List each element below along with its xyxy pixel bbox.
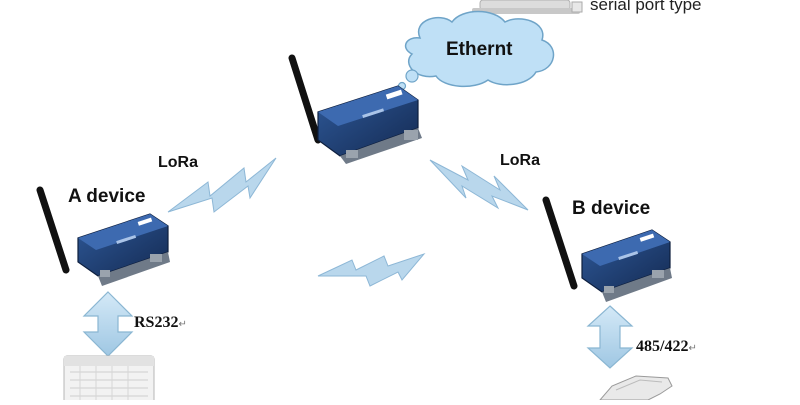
rs485-text: 485/422: [636, 338, 689, 355]
lora-signal-center-icon: [317, 252, 426, 287]
rs232-double-arrow-icon: [82, 291, 134, 357]
lora-signal-right-icon: [429, 159, 529, 211]
rs232-label: RS232↵: [134, 314, 187, 332]
lora-signal-left-icon: [167, 157, 277, 213]
return-mark: ↵: [688, 343, 697, 354]
device-a-label: A device: [68, 186, 146, 207]
serial-port-device-icon: [472, 0, 583, 14]
plc-device-icon: [63, 355, 155, 405]
lora-left-label: LoRa: [158, 154, 198, 171]
rs232-text: RS232: [134, 314, 179, 331]
device-b-label: B device: [572, 198, 651, 219]
gateway-device-icon: [288, 54, 422, 164]
device-a-icon: [36, 186, 170, 286]
ethernet-cloud-icon: [397, 10, 555, 91]
serial-port-type-label: serial port type: [590, 0, 702, 14]
device-b-icon: [542, 196, 672, 302]
lora-right-label: LoRa: [500, 152, 540, 169]
rs485-double-arrow-icon: [586, 305, 634, 369]
ethernet-cloud-label: Ethernt: [446, 39, 513, 60]
printer-device-icon: [598, 375, 673, 401]
return-mark: ↵: [178, 319, 187, 330]
rs485-label: 485/422↵: [636, 338, 697, 356]
